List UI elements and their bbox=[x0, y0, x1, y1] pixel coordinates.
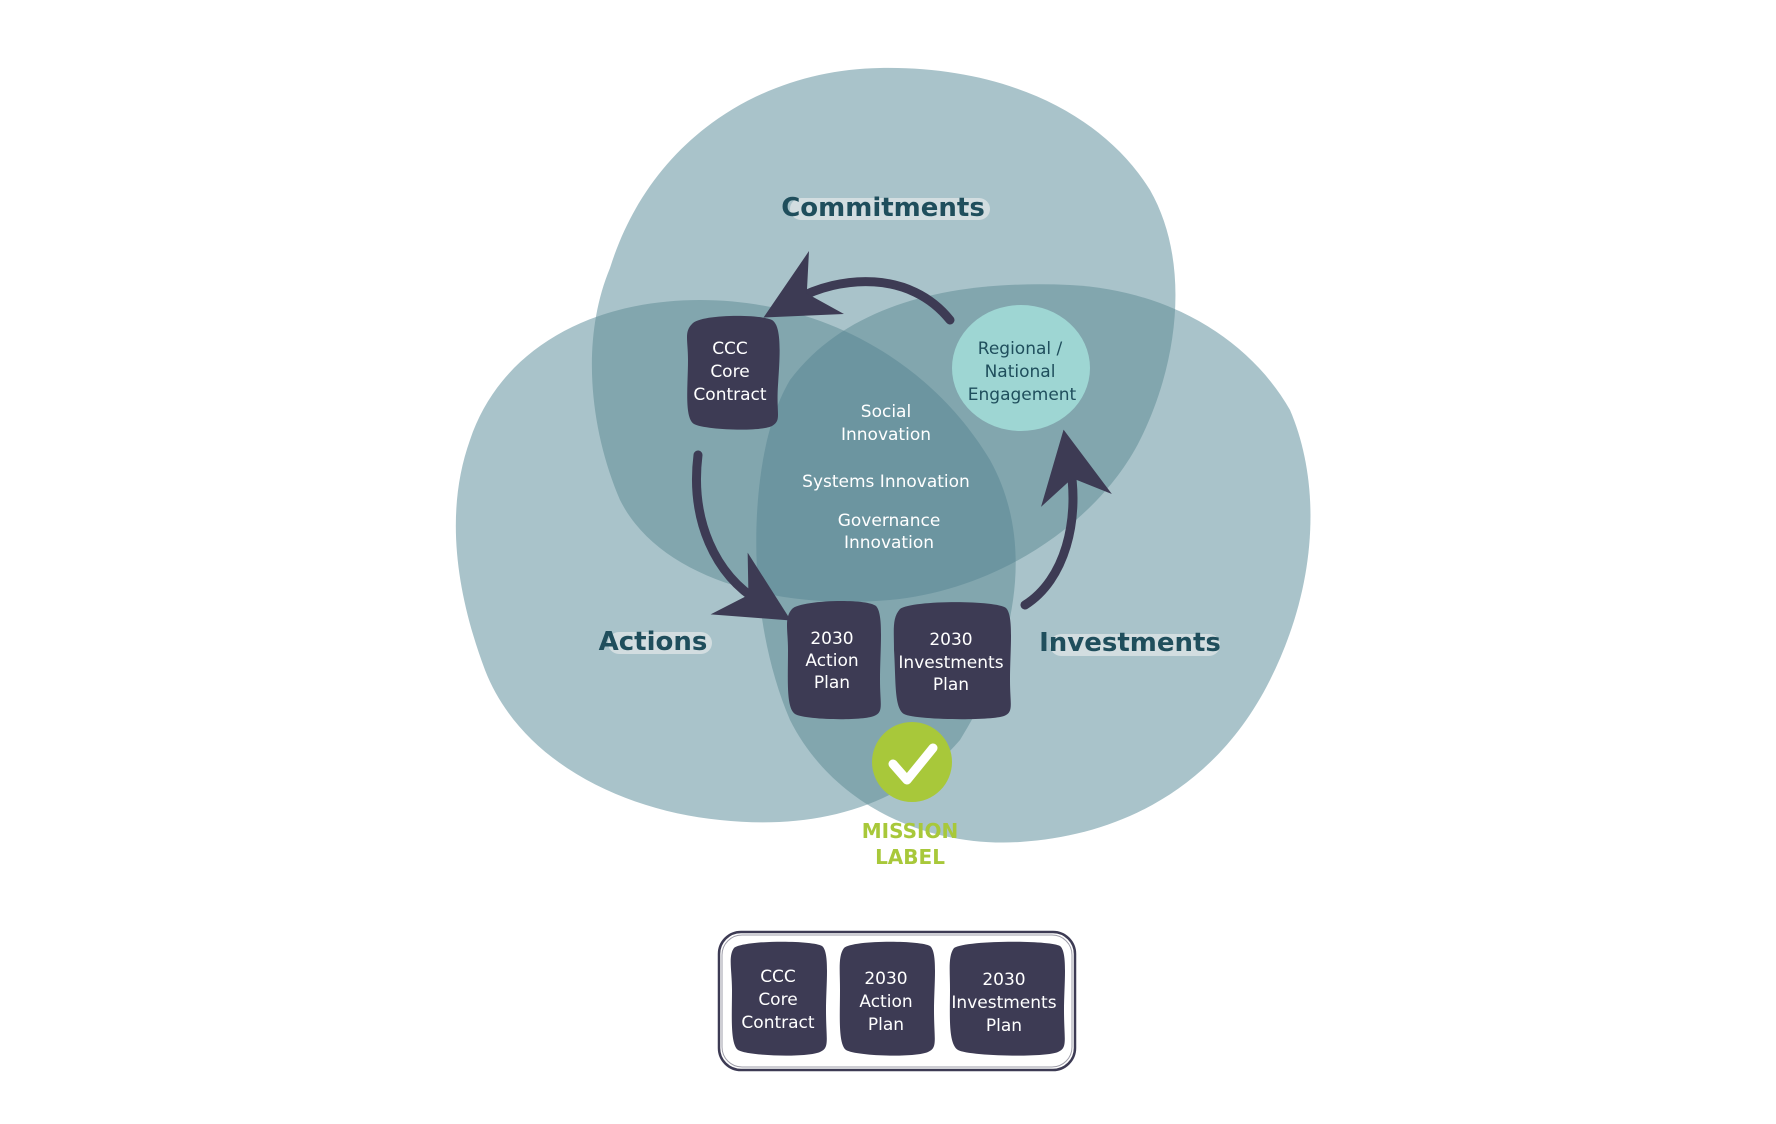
bundle-action-plan-line-3: Plan bbox=[868, 1015, 904, 1035]
bundle-action-plan-line-2: Action bbox=[859, 992, 912, 1012]
title-investments-text: Investments bbox=[1039, 628, 1221, 658]
bundle-investments-plan-line-2: Investments bbox=[951, 993, 1056, 1013]
social-innovation-2: Innovation bbox=[841, 425, 931, 445]
engagement-circle: Regional / National Engagement bbox=[952, 305, 1090, 431]
engagement-line-2: National bbox=[985, 362, 1056, 382]
action-plan-box: 2030 Action Plan bbox=[787, 600, 881, 720]
bundle-ccc-line-3: Contract bbox=[741, 1013, 814, 1033]
title-actions-text: Actions bbox=[599, 627, 708, 657]
ccc-line-3: Contract bbox=[693, 385, 766, 405]
mission-line-2: LABEL bbox=[875, 845, 945, 869]
systems-innovation: Systems Innovation bbox=[802, 472, 970, 492]
ccc-line-1: CCC bbox=[712, 339, 748, 359]
action-plan-line-3: Plan bbox=[814, 673, 850, 693]
engagement-line-1: Regional / bbox=[978, 339, 1063, 359]
mission-line-1: MISSION bbox=[862, 819, 958, 843]
investments-plan-line-2: Investments bbox=[898, 653, 1003, 673]
title-investments: Investments bbox=[1039, 628, 1221, 658]
engagement-line-3: Engagement bbox=[968, 385, 1077, 405]
bundle-investments-plan-box: 2030 Investments Plan bbox=[949, 941, 1065, 1056]
governance-innovation-1: Governance bbox=[838, 511, 941, 531]
investments-plan-line-3: Plan bbox=[933, 675, 969, 695]
social-innovation-1: Social bbox=[861, 402, 911, 422]
arrow-to-engagement bbox=[1020, 429, 1112, 610]
investments-plan-box: 2030 Investments Plan bbox=[893, 602, 1011, 720]
mission-label: MISSION LABEL bbox=[862, 722, 958, 869]
arrow-to-ccc bbox=[763, 251, 955, 325]
ccc-line-2: Core bbox=[710, 362, 749, 382]
title-actions: Actions bbox=[599, 627, 712, 657]
governance-innovation-2: Innovation bbox=[844, 533, 934, 553]
bundle-investments-plan-line-1: 2030 bbox=[982, 970, 1025, 990]
action-plan-line-2: Action bbox=[805, 651, 858, 671]
mission-check-icon bbox=[872, 722, 952, 802]
bundle-investments-plan-line-3: Plan bbox=[986, 1016, 1022, 1036]
bundle-ccc-line-1: CCC bbox=[760, 967, 796, 987]
bundle-ccc-box: CCC Core Contract bbox=[730, 941, 827, 1056]
title-commitments-text: Commitments bbox=[781, 193, 985, 223]
bundle-ccc-line-2: Core bbox=[758, 990, 797, 1010]
bundle-action-plan-line-1: 2030 bbox=[864, 969, 907, 989]
ccc-core-contract-box: CCC Core Contract bbox=[687, 315, 780, 430]
bundle-action-plan-box: 2030 Action Plan bbox=[839, 941, 935, 1056]
investments-plan-line-1: 2030 bbox=[929, 630, 972, 650]
cycle-arrows bbox=[692, 251, 1112, 621]
title-commitments: Commitments bbox=[781, 193, 990, 223]
center-innovations: Social Innovation Systems Innovation Gov… bbox=[802, 402, 970, 553]
action-plan-line-1: 2030 bbox=[810, 629, 853, 649]
bundle: CCC Core Contract 2030 Action Plan 2030 … bbox=[717, 930, 1077, 1072]
arrow-to-action-plan bbox=[692, 450, 791, 621]
